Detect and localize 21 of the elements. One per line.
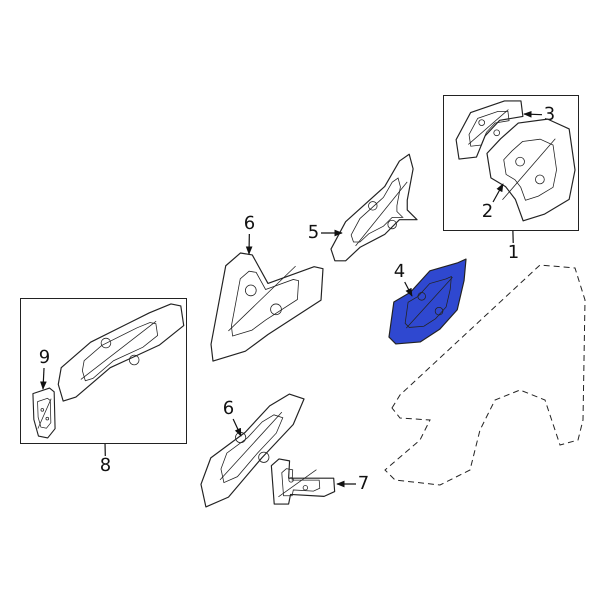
- leader-arrow: [246, 234, 252, 255]
- callout-number: 2: [480, 202, 495, 222]
- leader-arrow: [232, 418, 242, 437]
- group-frame: [443, 95, 579, 231]
- callout-number: 9: [37, 348, 52, 368]
- group-frame: [20, 298, 187, 444]
- leader-arrow: [523, 110, 542, 118]
- callout-number: 6: [221, 399, 236, 419]
- callout-number: 7: [356, 474, 371, 494]
- leader-arrow: [321, 230, 343, 236]
- leader-arrow: [336, 480, 356, 488]
- callout-number: 8: [98, 456, 113, 476]
- callout-number: 5: [306, 223, 321, 243]
- leader-line: [104, 444, 106, 456]
- callout-number: 1: [506, 243, 521, 263]
- leader-arrow: [40, 368, 47, 390]
- leader-arrow: [404, 282, 413, 297]
- callout-number: 6: [242, 214, 257, 234]
- callout-number: 4: [392, 262, 407, 282]
- leader-arrow: [492, 183, 504, 202]
- leader-line: [512, 230, 514, 244]
